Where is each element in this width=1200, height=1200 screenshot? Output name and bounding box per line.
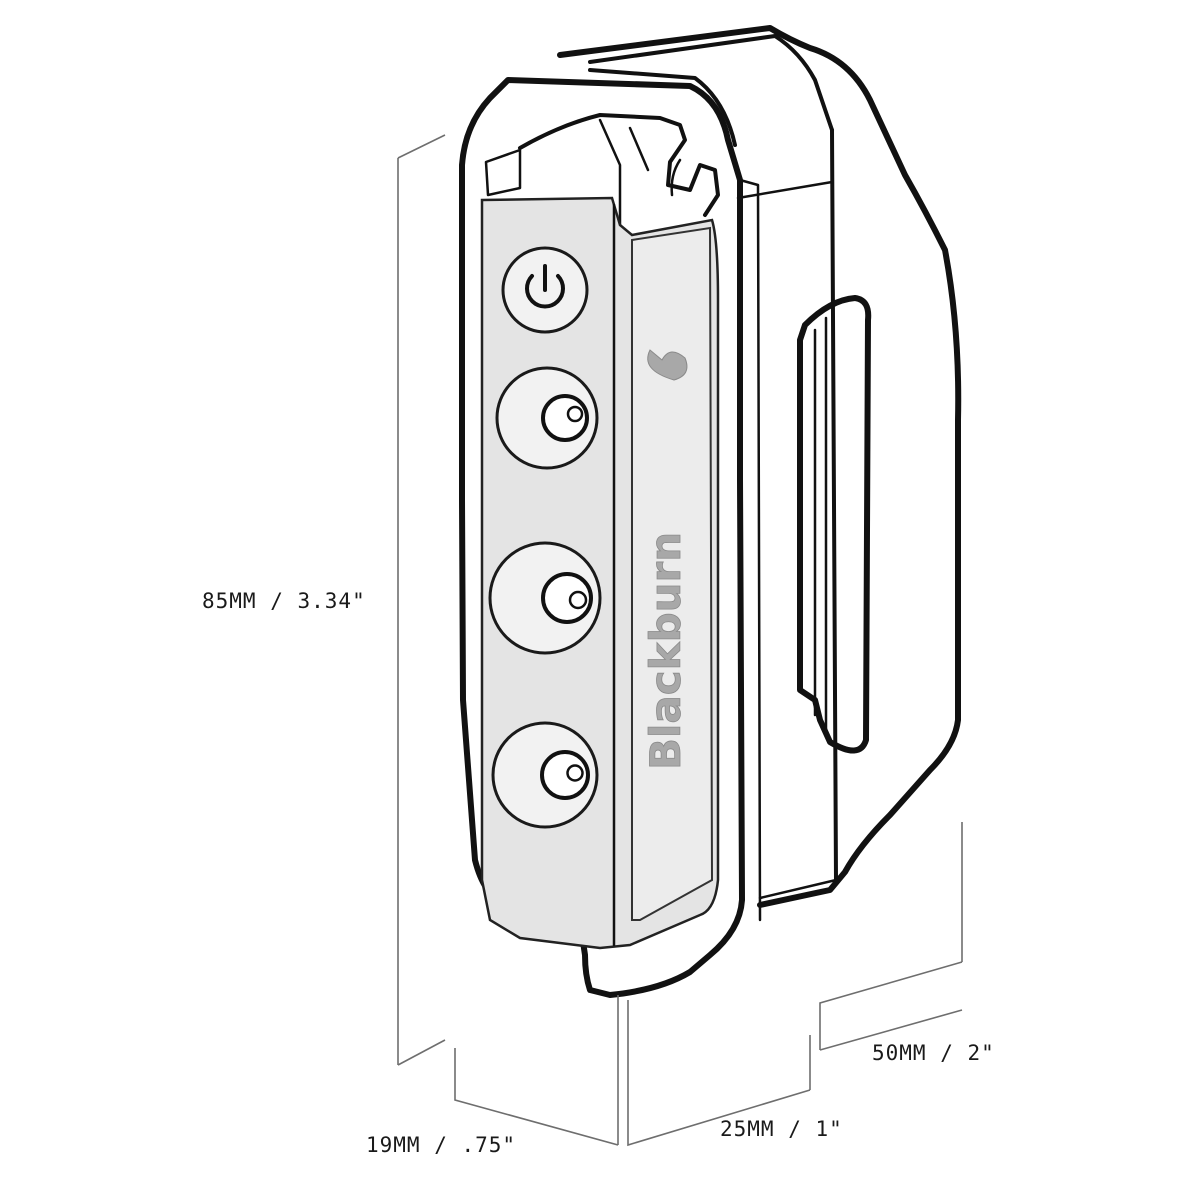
brand-logo-text: Blackburn (641, 532, 690, 770)
height-dimension (397, 134, 446, 1066)
mode-button-3[interactable] (491, 721, 599, 829)
depth-label: 25MM / 1" (720, 1117, 843, 1141)
width-dimension (454, 995, 619, 1146)
mount-label: 50MM / 2" (872, 1041, 995, 1065)
height-label: 85MM / 3.34" (202, 589, 366, 613)
mount-bracket (557, 25, 962, 908)
rear-clip (797, 295, 872, 754)
width-label: 19MM / .75" (366, 1133, 516, 1157)
mount-dimension (819, 822, 963, 1051)
power-icon (525, 264, 565, 309)
mode-button-2[interactable] (488, 541, 602, 655)
top-cap (484, 113, 720, 232)
brand-logo-mark (647, 349, 688, 381)
light-housing (459, 68, 762, 998)
mode-button-1[interactable] (495, 366, 599, 470)
power-button[interactable] (501, 246, 589, 334)
depth-dimension (627, 1000, 811, 1147)
brand-logo: Blackburn (641, 349, 690, 770)
